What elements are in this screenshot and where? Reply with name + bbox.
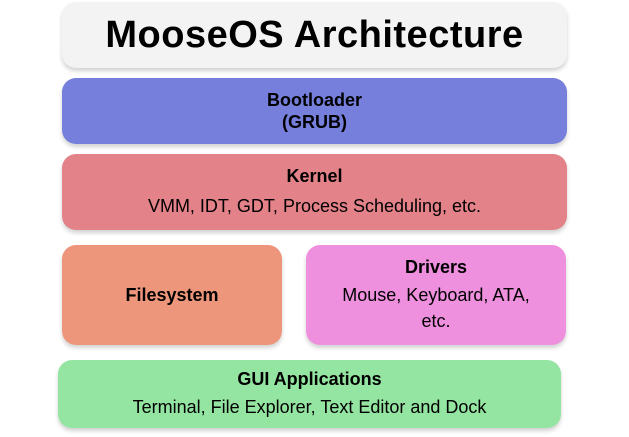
- kernel-desc: VMM, IDT, GDT, Process Scheduling, etc.: [147, 196, 482, 216]
- diagram-title: MooseOS Architecture: [105, 13, 524, 56]
- kernel-title: Kernel: [286, 166, 343, 186]
- bootloader-title: Bootloader: [266, 90, 362, 110]
- gui-title: GUI Applications: [237, 369, 382, 389]
- bootloader-layer: Bootloader (GRUB): [62, 78, 567, 144]
- gui-desc: Terminal, File Explorer, Text Editor and…: [132, 397, 487, 417]
- drivers-desc: Mouse, Keyboard, ATA, etc.: [342, 285, 530, 331]
- filesystem-layer: Filesystem: [62, 245, 282, 345]
- bootloader-subtitle: (GRUB): [282, 112, 347, 132]
- title-box: MooseOS Architecture: [62, 2, 567, 68]
- filesystem-title: Filesystem: [125, 285, 219, 305]
- kernel-layer: Kernel VMM, IDT, GDT, Process Scheduling…: [62, 154, 567, 230]
- gui-layer: GUI Applications Terminal, File Explorer…: [58, 360, 561, 428]
- drivers-layer: Drivers Mouse, Keyboard, ATA, etc.: [306, 245, 566, 345]
- drivers-title: Drivers: [404, 257, 468, 277]
